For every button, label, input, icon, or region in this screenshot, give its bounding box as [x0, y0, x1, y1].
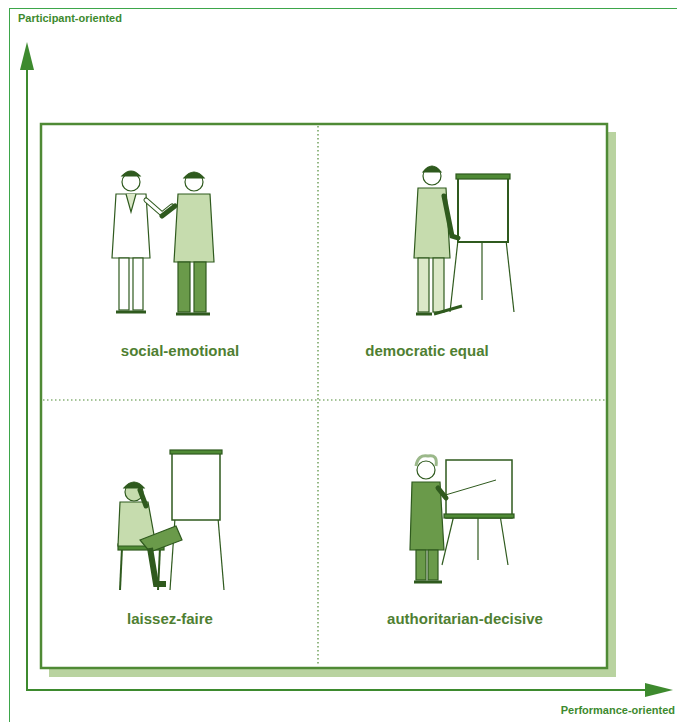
quadrant-cell: authoritarian-decisive [318, 400, 606, 667]
quadrant-label: laissez-faire [127, 610, 213, 627]
x-axis [26, 689, 655, 691]
matrix-box [41, 124, 607, 668]
pointing-man-illustration [410, 456, 514, 582]
y-arrowhead [20, 42, 34, 70]
divider-vertical [317, 126, 318, 666]
quadrant-cell: laissez-faire [42, 400, 318, 667]
axis-label: Performance-oriented [561, 704, 675, 716]
quadrant-cell: democratic equal [318, 125, 606, 400]
quadrant-label: democratic equal [365, 342, 488, 359]
x-arrowhead [645, 683, 673, 697]
seated-man-illustration [118, 450, 224, 590]
quadrant-cell: social-emotional [42, 125, 318, 400]
divider-horizontal [43, 399, 605, 400]
axis-label: Participant-oriented [18, 12, 122, 24]
talking-men-illustration [112, 171, 214, 314]
quadrant-label: social-emotional [121, 342, 239, 359]
presenter-illustration [414, 166, 514, 314]
y-axis [26, 58, 28, 691]
quadrant-label: authoritarian-decisive [387, 610, 543, 627]
page-frame [10, 9, 677, 722]
